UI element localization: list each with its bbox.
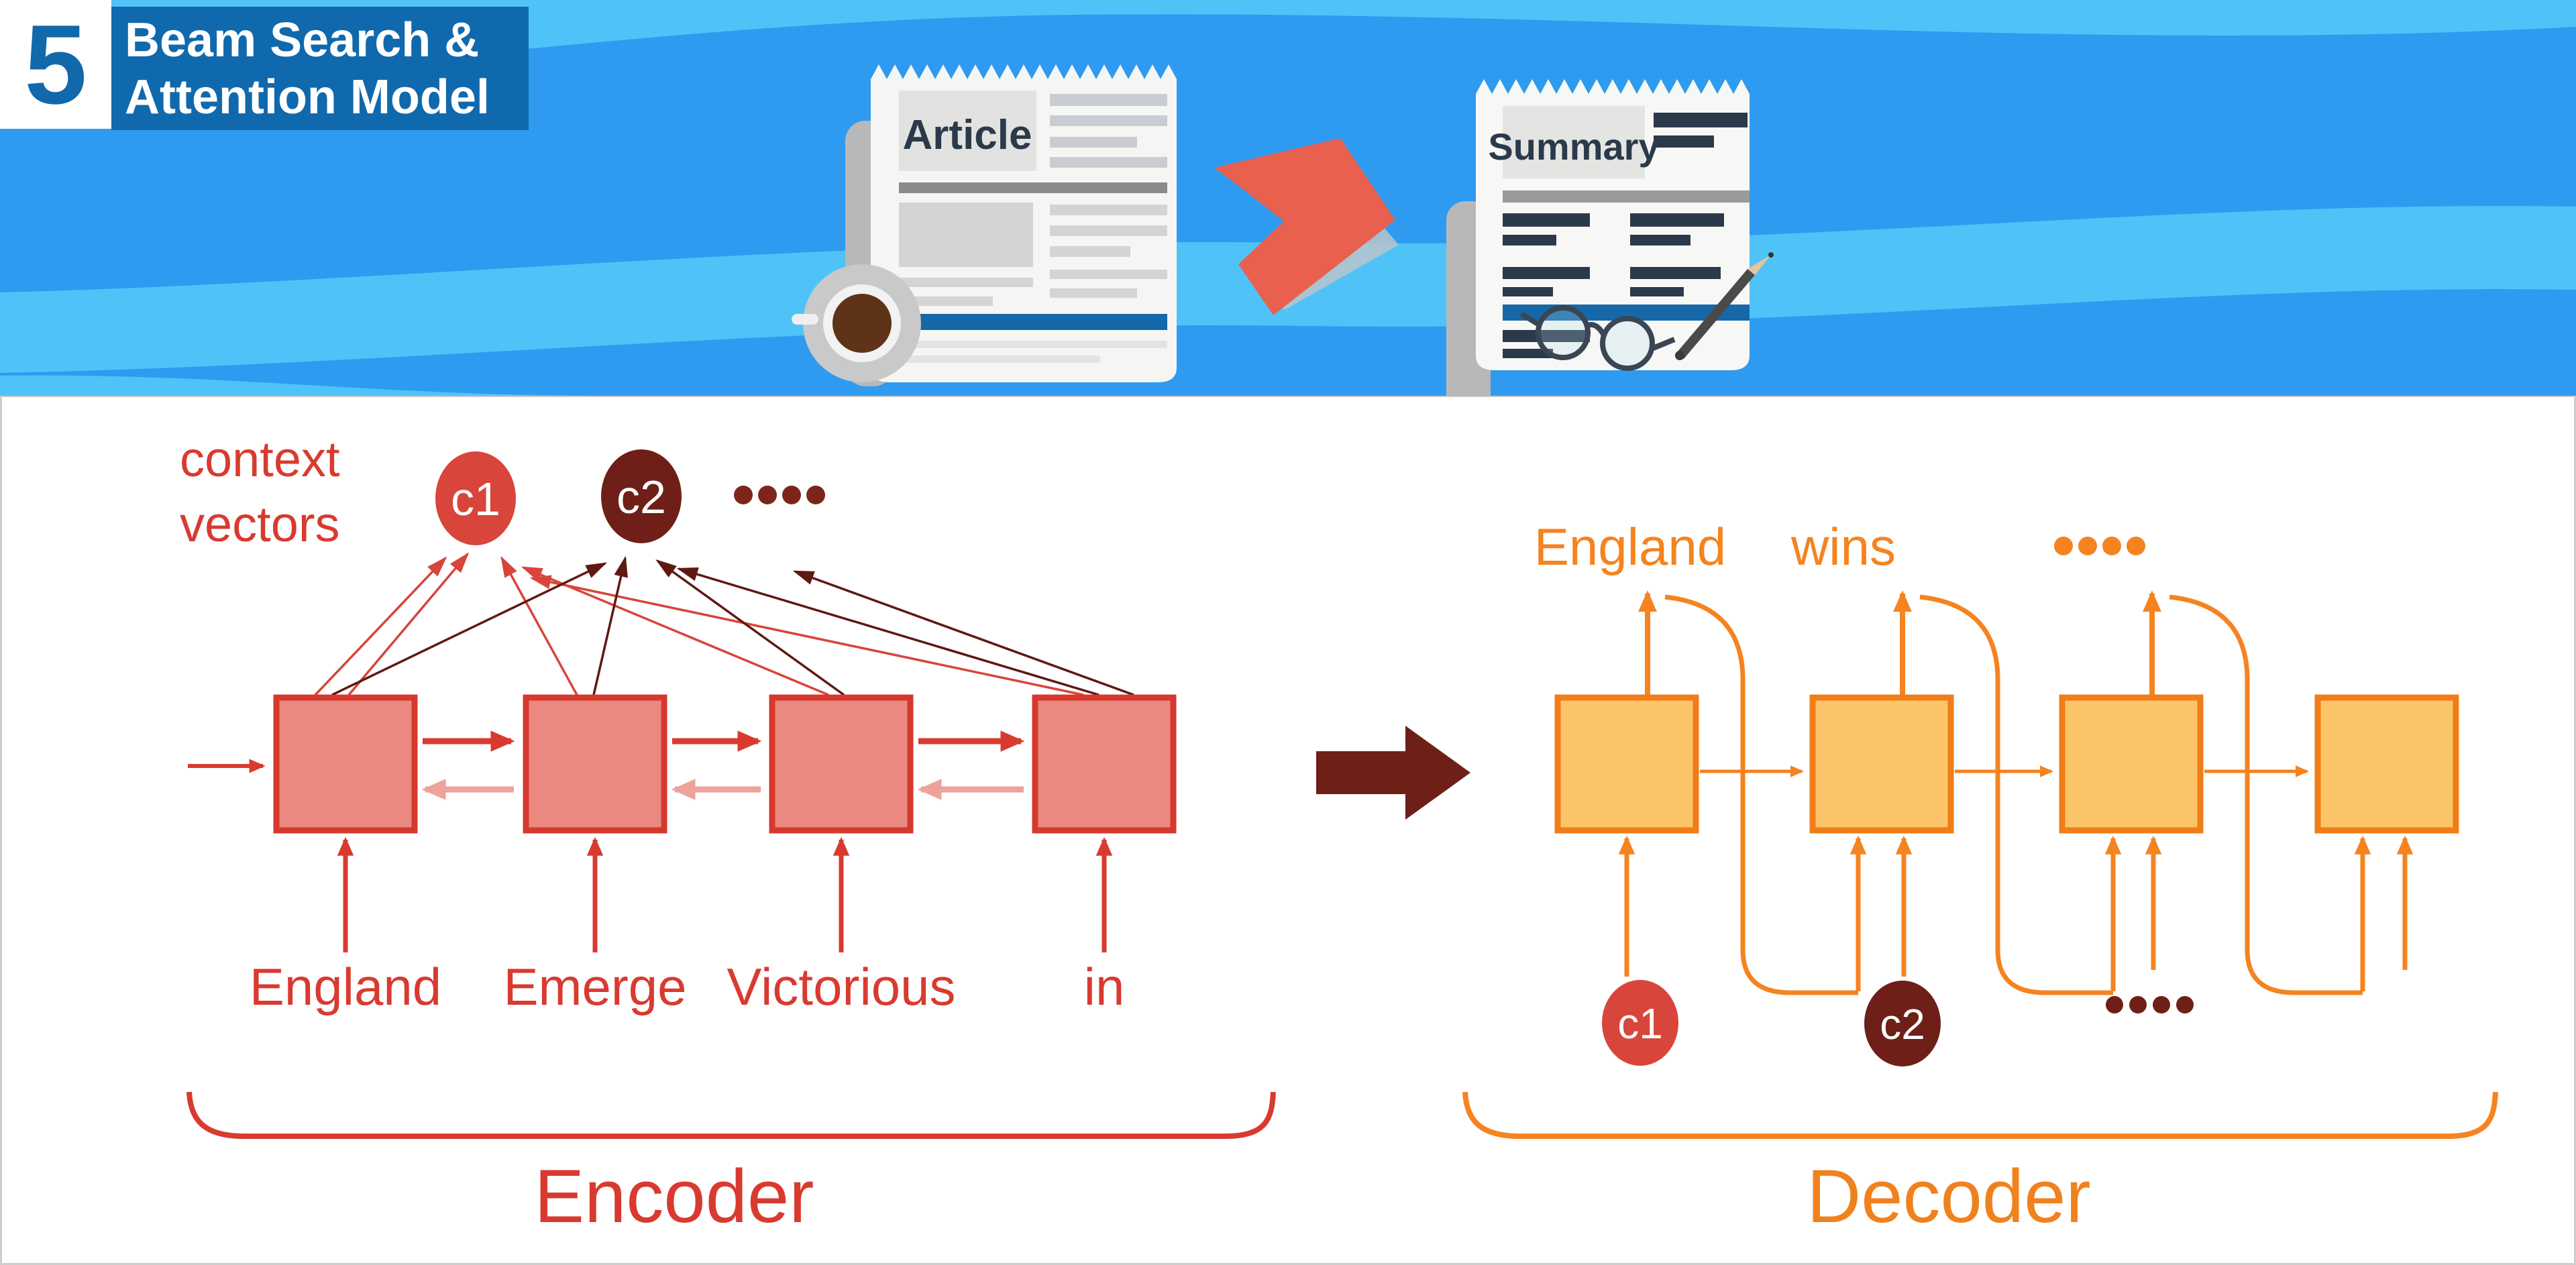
decoder-output-word-2: wins: [1790, 517, 1896, 576]
decoder-block-1: [1554, 694, 1699, 834]
coffee-cup-icon: [792, 264, 921, 382]
summary-text-bars: [1503, 113, 1748, 358]
article-label: Article: [903, 112, 1032, 158]
encoder-ellipsis-dots: [734, 486, 825, 504]
section-number: 5: [24, 1, 87, 127]
encoder-input-word-2: Emerge: [503, 957, 686, 1016]
decoder-input-arrows: [1618, 835, 2414, 991]
transform-arrow-icon: [1214, 138, 1399, 315]
decoder-c1-label: c1: [1617, 999, 1663, 1048]
banner: Article: [0, 0, 2576, 396]
encoder-block-1: [273, 694, 418, 834]
decoder-output-word-1: England: [1534, 517, 1726, 576]
encoder-block-3: [769, 694, 914, 834]
decoder-feedback-curves: [1664, 594, 2363, 995]
attention-arrows-c1: [314, 552, 1084, 696]
section-title-line2: Attention Model: [125, 70, 490, 124]
encoder-input-word-4: in: [1084, 957, 1125, 1016]
encoder-input-words: England Emerge Victorious in: [250, 957, 1124, 1016]
encoder-input-arrows: [337, 836, 1113, 952]
decoder-block-4: [2314, 694, 2459, 834]
decoder-block-3: [2059, 694, 2204, 834]
encoder-block-2: [523, 694, 667, 834]
article-body-bars: [899, 203, 1167, 306]
decoder-brace: [1462, 1091, 2498, 1139]
encoder-c2-circle: [601, 449, 682, 543]
context-vectors-label-line1: context: [180, 431, 340, 487]
encoder-input-word-1: England: [250, 957, 441, 1016]
encoder-c1-label: c1: [451, 473, 500, 525]
attention-arrows-c2: [331, 555, 1134, 696]
encoder-to-decoder-arrow: [1316, 726, 1470, 820]
encoder-section: context vectors: [180, 431, 1276, 1238]
decoder-block-2: [1809, 694, 1954, 834]
article-text-bars: [1050, 94, 1167, 168]
article-document-icon: Article: [845, 64, 1177, 386]
diagram-panel: context vectors: [0, 396, 2576, 1265]
encoder-blocks: [273, 694, 1177, 834]
encoder-c2-label: c2: [616, 471, 666, 523]
article-footer-bars: [899, 341, 1167, 363]
section-title-line1: Beam Search &: [125, 13, 480, 67]
section-number-badge: 5: [0, 0, 111, 129]
decoder-section: England wins: [1462, 517, 2498, 1238]
summary-document-icon: Summary: [1446, 79, 1750, 396]
section-title: Beam Search & Attention Model: [111, 7, 529, 130]
encoder-c1-circle: [435, 451, 516, 545]
encoder-input-word-3: Victorious: [727, 957, 955, 1016]
decoder-c1-circle: [1602, 980, 1678, 1066]
decoder-output-words: England wins: [1534, 517, 1896, 576]
encoder-brace: [186, 1091, 1276, 1139]
summary-label: Summary: [1488, 125, 1659, 168]
encoder-label: Encoder: [534, 1154, 814, 1238]
decoder-c2-label: c2: [1880, 1000, 1925, 1048]
decoder-output-arrows: [1638, 590, 2161, 698]
seq2seq-diagram: context vectors: [180, 431, 2498, 1238]
decoder-ellipsis-dots: [2106, 996, 2194, 1013]
glasses-icon: [1519, 305, 1676, 371]
pencil-icon: [1675, 252, 1774, 360]
decoder-label: Decoder: [1807, 1154, 2090, 1238]
article-highlight-bar: [899, 314, 1167, 330]
encoder-block-4: [1032, 694, 1177, 834]
decoder-output-ellipsis-dots: [2054, 537, 2145, 555]
decoder-blocks: [1554, 694, 2459, 834]
decoder-c2-circle: [1864, 981, 1941, 1066]
banner-background: Article: [0, 0, 2576, 396]
context-vectors-label-line2: vectors: [180, 496, 340, 552]
